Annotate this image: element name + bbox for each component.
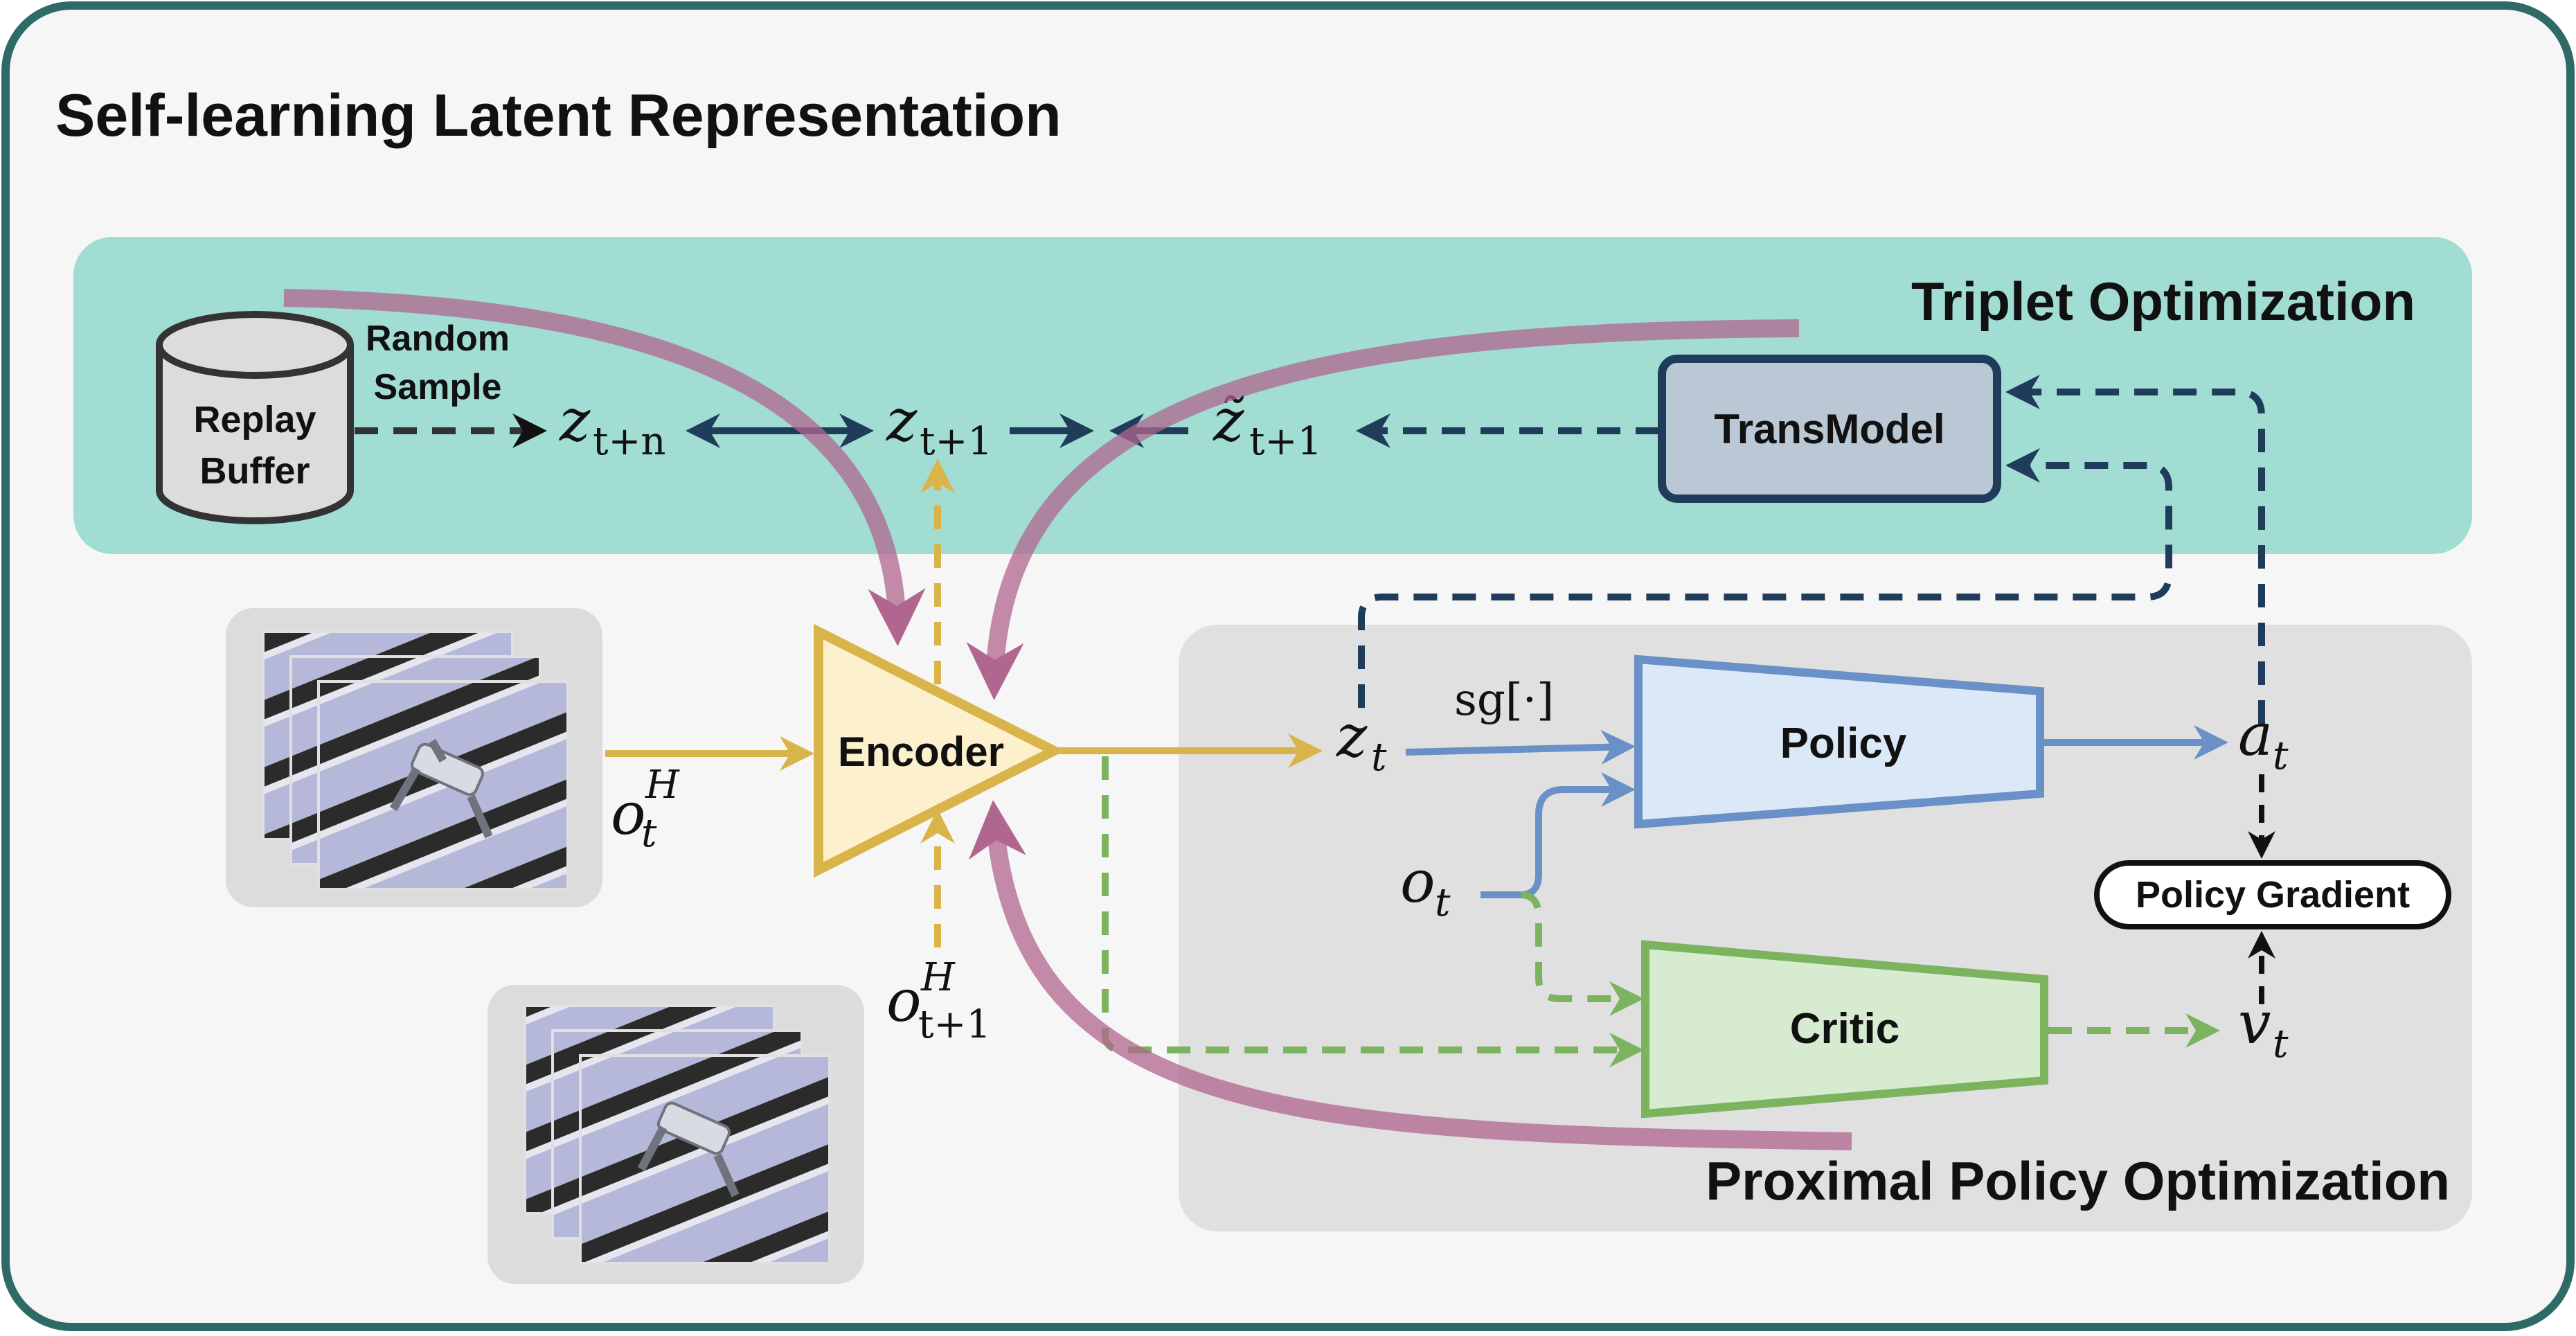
- policy-gradient-box: [2094, 860, 2451, 929]
- symbol-z-tn: z t+n: [559, 386, 666, 464]
- svg-text:t: t: [1435, 880, 1451, 925]
- replay-buffer-label-2: Buffer: [200, 450, 310, 492]
- svg-text:H: H: [645, 763, 680, 808]
- arrow-ot-to-critic: [1520, 891, 1644, 1016]
- svg-text:t: t: [2273, 1022, 2289, 1067]
- gradient-arrow-transmodel-to-encoder: [966, 319, 1800, 700]
- replay-buffer-label-1: Replay: [193, 399, 316, 440]
- symbol-o-t: o t: [1400, 848, 1451, 925]
- svg-text:t+n: t+n: [593, 419, 666, 464]
- critic-node: [1641, 940, 2048, 1119]
- svg-text:o: o: [1400, 848, 1435, 916]
- symbol-a-t: a t: [2238, 701, 2289, 778]
- transmodel-box: [1658, 355, 2001, 503]
- arrow-zt-to-transmodel: [1358, 448, 2172, 708]
- ppo-region: [1179, 625, 2472, 1231]
- ppo-label: Proximal Policy Optimization: [1706, 1150, 2450, 1211]
- svg-text:t+1: t+1: [918, 1002, 991, 1047]
- svg-text:z: z: [886, 386, 918, 454]
- replay-buffer-node: Replay Buffer: [156, 311, 354, 524]
- transmodel-label: TransModel: [1714, 406, 1944, 452]
- svg-text:o: o: [611, 780, 646, 848]
- stop-gradient-label: sg[·]: [1454, 675, 1554, 726]
- policy-gradient-label: Policy Gradient: [2136, 874, 2410, 916]
- gradient-arrow-buffer-to-encoder: [283, 289, 926, 646]
- random-sample-label-2: Sample: [374, 367, 502, 407]
- policy-node: [1634, 654, 2044, 829]
- symbol-o-t1H: o H t+1: [886, 955, 991, 1047]
- symbol-z-t: z t: [1336, 702, 1387, 780]
- encoder-label: Encoder: [838, 729, 1004, 775]
- svg-text:z: z: [1336, 702, 1368, 770]
- triplet-label: Triplet Optimization: [1911, 271, 2415, 332]
- symbol-v-t: v t: [2238, 989, 2289, 1067]
- svg-text:t+1: t+1: [1249, 419, 1322, 464]
- svg-text:o: o: [886, 967, 922, 1035]
- symbol-z-t1: z t+1: [886, 386, 992, 464]
- svg-text:t+1: t+1: [920, 419, 992, 464]
- svg-text:H: H: [920, 955, 956, 1000]
- svg-text:z: z: [559, 386, 591, 454]
- policy-label: Policy: [1780, 720, 1907, 767]
- observation-history-image: [226, 608, 602, 907]
- arrow-at-to-transmodel: [2005, 375, 2265, 724]
- svg-text:a: a: [2238, 701, 2273, 769]
- symbol-o-tH: o H t: [611, 763, 680, 856]
- svg-text:v: v: [2238, 989, 2271, 1057]
- random-sample-label-1: Random: [366, 319, 510, 359]
- svg-text:t: t: [641, 811, 657, 856]
- arrow-zt-to-policy: [1405, 730, 1636, 765]
- robot-icon: [389, 739, 493, 839]
- diagram-title: Self-learning Latent Representation: [55, 82, 1062, 149]
- robot-icon-next: [637, 1101, 740, 1197]
- svg-text:t: t: [2273, 733, 2289, 778]
- gradient-arrow-critic-to-encoder: [969, 800, 1852, 1150]
- next-observation-history-image: [488, 985, 864, 1284]
- svg-text:t: t: [1371, 735, 1387, 780]
- critic-label: Critic: [1790, 1005, 1899, 1053]
